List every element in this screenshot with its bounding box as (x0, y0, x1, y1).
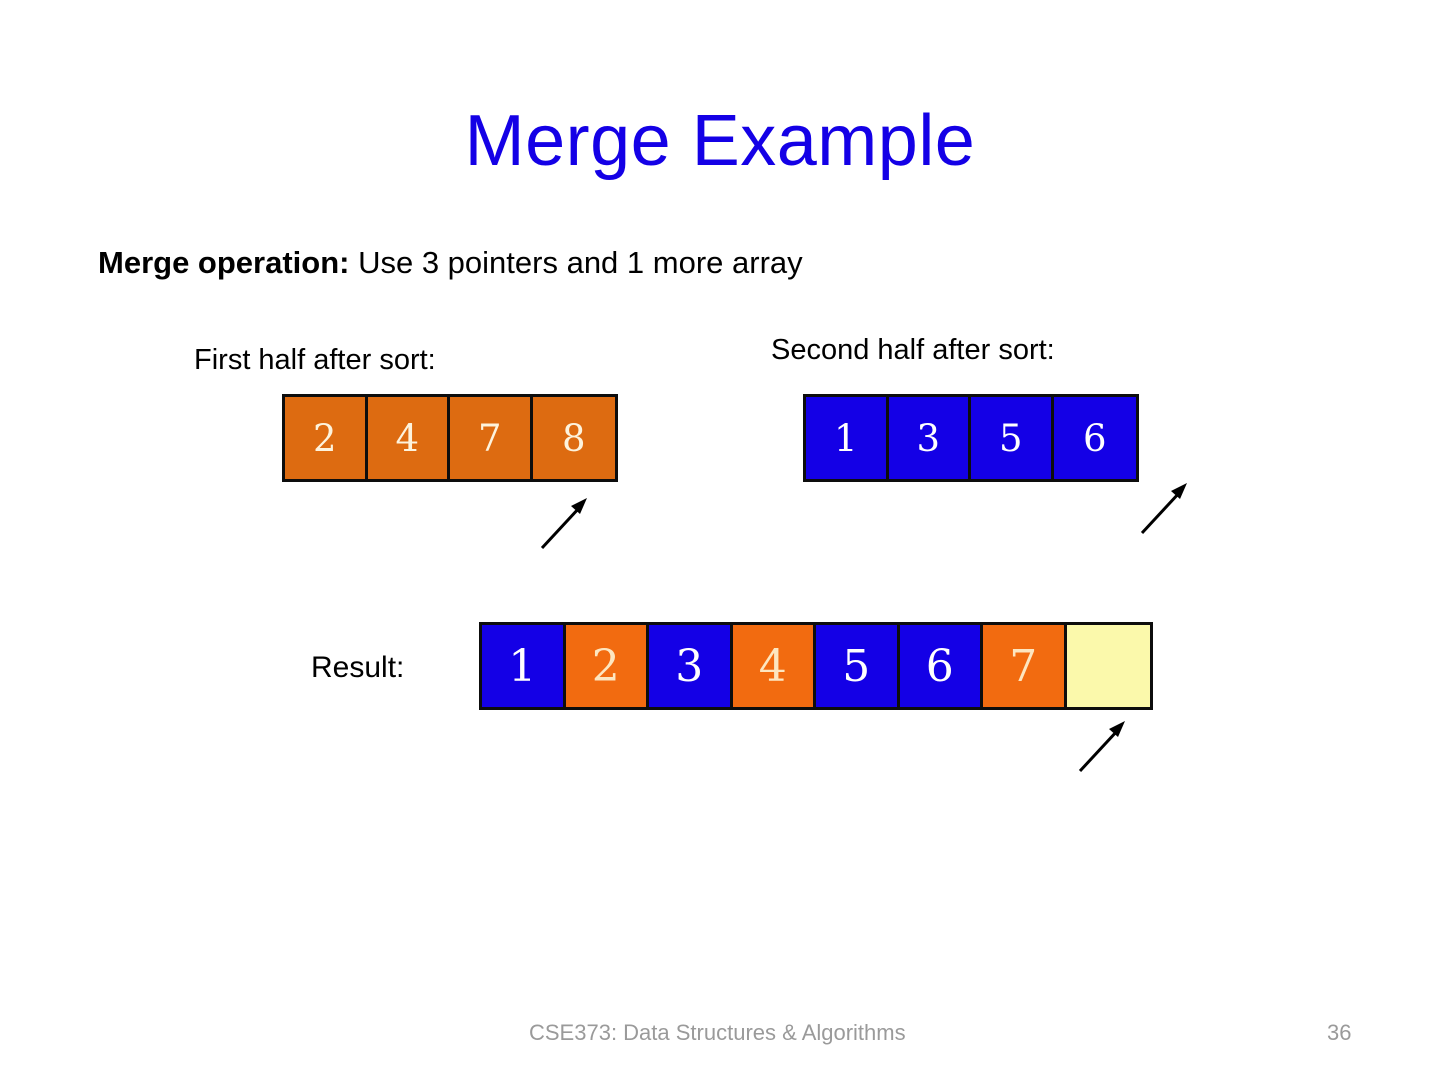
array-cell: 8 (532, 397, 615, 479)
caption-result: Result: (311, 651, 405, 684)
array-second-half: 1 3 5 6 (803, 394, 1139, 482)
footer-page-number: 36 (1327, 1020, 1352, 1045)
array-cell: 2 (285, 397, 368, 479)
merge-operation-label: Merge operation: (98, 245, 350, 280)
array-cell: 3 (649, 625, 733, 707)
arrow-up-right-icon (1140, 483, 1187, 535)
array-cell: 3 (888, 397, 972, 479)
array-cell: 6 (1053, 397, 1136, 479)
array-cell: 5 (816, 625, 900, 707)
caption-first-half: First half after sort: (194, 344, 436, 376)
array-cell: 2 (565, 625, 649, 707)
merge-operation-line: Merge operation: Use 3 pointers and 1 mo… (98, 243, 803, 283)
array-cell: 4 (367, 397, 451, 479)
merge-operation-description: Use 3 pointers and 1 more array (349, 245, 803, 280)
array-cell: 7 (983, 625, 1067, 707)
arrow-up-right-icon (540, 498, 587, 550)
arrow-up-right-icon (1078, 721, 1125, 773)
array-first-half: 2 4 7 8 (282, 394, 618, 482)
array-cell-empty (1066, 625, 1150, 707)
page-title: Merge Example (464, 101, 976, 181)
array-cell: 1 (482, 625, 566, 707)
array-cell: 1 (806, 397, 889, 479)
caption-second-half: Second half after sort: (771, 334, 1055, 366)
footer-course-label: CSE373: Data Structures & Algorithms (529, 1020, 906, 1045)
array-result: 1 2 3 4 5 6 7 (479, 622, 1153, 710)
array-cell: 7 (450, 397, 533, 479)
array-cell: 5 (971, 397, 1054, 479)
array-cell: 6 (899, 625, 983, 707)
array-cell: 4 (732, 625, 816, 707)
